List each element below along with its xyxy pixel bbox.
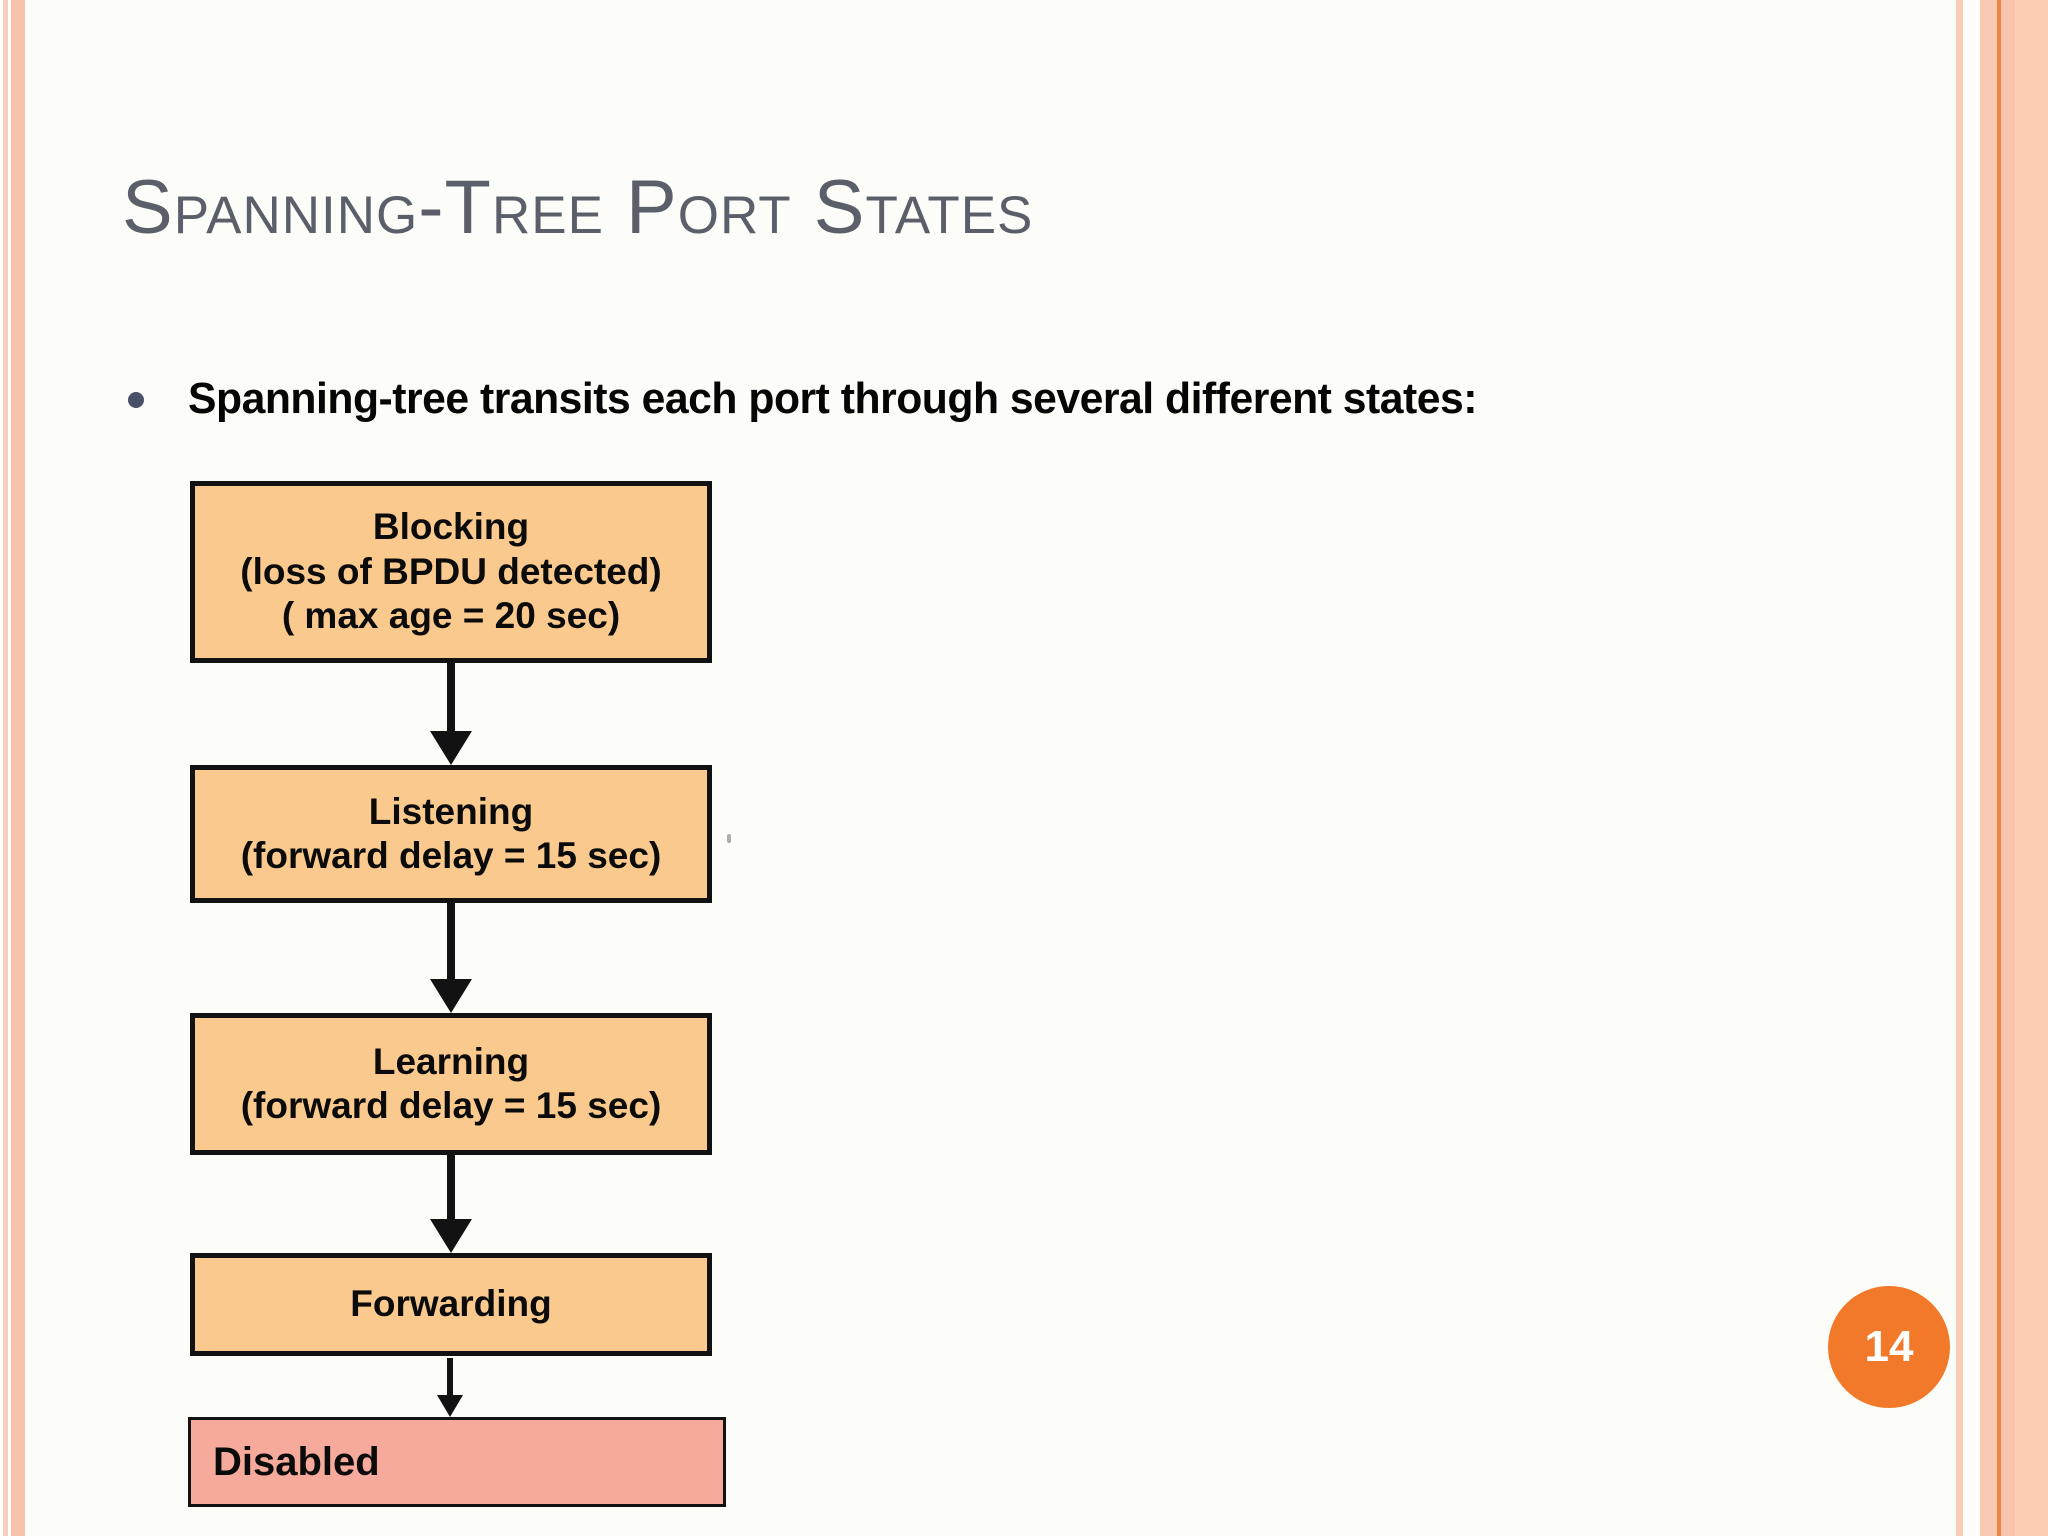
arrow-head-icon: [430, 1219, 472, 1253]
right-border-stripe-4: [2015, 0, 2048, 1536]
bullet-icon: [128, 392, 144, 408]
page-number: 14: [1864, 1322, 1914, 1371]
node-line: (loss of BPDU detected): [240, 550, 662, 592]
right-border-stripe-2: [1980, 0, 1997, 1536]
arrow-head-icon: [430, 731, 472, 765]
arrow-head-icon: [430, 979, 472, 1013]
node-line: (forward delay = 15 sec): [240, 835, 662, 876]
arrow-stem: [447, 663, 455, 731]
flow-node-disabled: Disabled: [188, 1417, 726, 1507]
flow-node-listening: Listening (forward delay = 15 sec): [190, 765, 712, 903]
flow-arrow-listening-to-learning: [430, 901, 472, 1013]
arrow-head-icon: [437, 1395, 463, 1417]
slide-title: Spanning-Tree Port States: [122, 165, 1034, 250]
stray-mark: [727, 834, 731, 843]
right-border-stripe-1: [1956, 0, 1963, 1536]
arrow-stem: [447, 1153, 455, 1219]
right-border-stripe-3: [2001, 0, 2015, 1536]
flow-node-learning: Learning (forward delay = 15 sec): [190, 1013, 712, 1155]
node-line: ( max age = 20 sec): [281, 595, 621, 637]
node-line: (forward delay = 15 sec): [240, 1085, 662, 1126]
node-line: Forwarding: [350, 1283, 552, 1325]
flow-node-blocking: Blocking (loss of BPDU detected) ( max a…: [190, 481, 712, 663]
flow-node-forwarding: Forwarding: [190, 1253, 712, 1356]
page-number-badge: 14: [1828, 1286, 1950, 1408]
arrow-stem: [447, 1358, 453, 1395]
left-border-stripe-thin: [3, 0, 8, 1536]
right-border-stripe-accent: [1997, 0, 2001, 1536]
flow-arrow-blocking-to-listening: [430, 663, 472, 765]
node-line: Learning: [372, 1040, 530, 1082]
bullet-row: Spanning-tree transits each port through…: [128, 374, 1517, 424]
arrow-stem: [447, 901, 455, 979]
bullet-text: Spanning-tree transits each port through…: [188, 374, 1477, 423]
node-line: Disabled: [213, 1440, 380, 1484]
left-border-stripe-wide: [11, 0, 25, 1536]
node-line: Listening: [368, 790, 534, 832]
flow-arrow-forwarding-to-disabled: [437, 1358, 463, 1417]
flow-arrow-learning-to-forwarding: [430, 1153, 472, 1253]
node-line: Blocking: [372, 506, 530, 548]
